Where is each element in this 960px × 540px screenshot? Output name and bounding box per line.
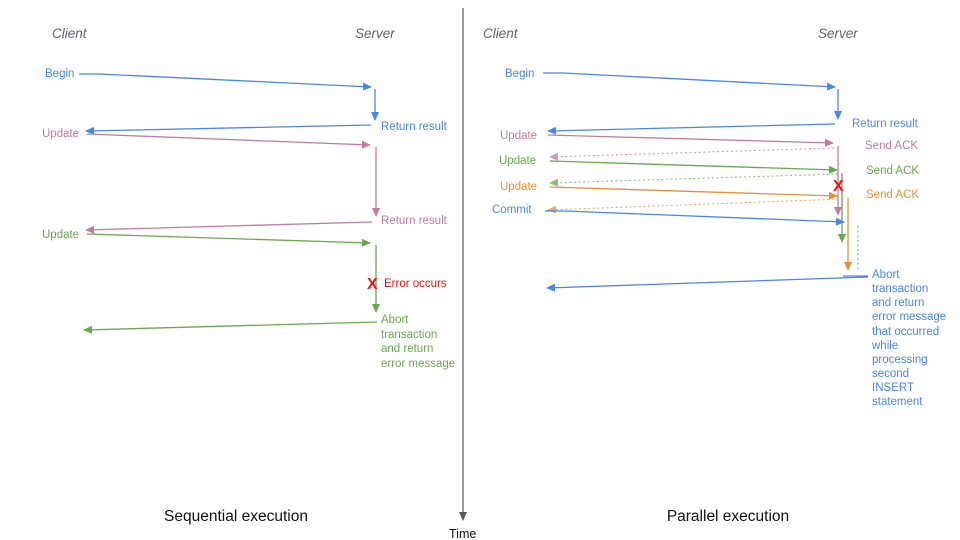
seq-abort-line-2: transaction [381,329,437,341]
seq-abort-return-arrow [83,321,378,334]
par-send-ack-3-arrow [547,198,844,214]
seq-server-header: Server [355,26,395,41]
par-abort-line-5: that occurred [872,326,939,338]
seq-return-result-1-label: Return result [381,121,448,133]
par-send-ack-2-label: Send ACK [866,165,919,177]
par-abort-line-1: Abort [872,269,900,281]
par-update-2-label: Update [499,155,536,167]
seq-error-label: Error occurs [384,278,447,290]
seq-abort-line-4: error message [381,358,455,370]
par-return-result-arrow [547,123,836,135]
seq-begin-label: Begin [45,68,74,80]
par-begin-label: Begin [505,68,534,80]
seq-return-result-2-label: Return result [381,215,448,227]
par-commit-label: Commit [492,204,532,216]
seq-client-header: Client [52,26,88,41]
seq-return-result-2-arrow [85,221,373,234]
par-update-1-label: Update [500,130,537,142]
seq-error-x-icon: X [367,276,378,293]
par-abort-return-arrow [546,276,869,292]
par-update-2-arrow [549,160,838,174]
par-return-result-label: Return result [852,118,919,130]
par-client-header: Client [483,26,519,41]
sequential-execution-title: Sequential execution [164,508,308,525]
par-abort-line-2: transaction [872,283,928,295]
par-abort-text: Abort transaction and return error messa… [871,269,946,408]
seq-update-1-label: Update [42,128,79,140]
seq-update-2-arrow [86,233,371,247]
par-abort-line-8: second [872,368,909,380]
par-send-ack-1-label: Send ACK [865,140,918,152]
seq-begin-arrow [79,73,372,91]
seq-abort-line-3: and return [381,343,433,355]
par-abort-line-6: while [871,340,898,352]
par-update-1-arrow [547,134,834,147]
par-send-ack-2-arrow [549,173,839,187]
parallel-execution-title: Parallel execution [667,508,789,525]
par-commit-arrow [545,210,845,226]
par-abort-line-9: INSERT [872,382,914,394]
time-axis: Time [449,8,476,540]
par-abort-line-4: error message [872,311,946,323]
par-update-3-label: Update [500,181,537,193]
par-begin-arrow [543,72,836,91]
par-abort-line-3: and return [872,297,924,309]
par-server-header: Server [818,26,858,41]
par-send-ack-3-label: Send ACK [866,189,919,201]
par-send-ack-1-arrow [549,147,835,161]
seq-return-result-1-arrow [85,124,372,135]
par-abort-line-10: statement [872,396,923,408]
seq-abort-line-1: Abort [381,314,409,326]
par-update-3-arrow [549,186,838,200]
time-axis-label: Time [449,527,476,540]
seq-abort-text: Abort transaction and return error messa… [381,314,455,370]
seq-update-1-arrow [86,133,371,149]
par-abort-line-7: processing [872,354,928,366]
par-error-x-icon: X [833,178,844,195]
parallel-diagram: Client Server Begin Return result Update… [483,26,946,525]
seq-update-2-label: Update [42,229,79,241]
sequential-diagram: Client Server Begin Return result Update… [42,26,455,525]
